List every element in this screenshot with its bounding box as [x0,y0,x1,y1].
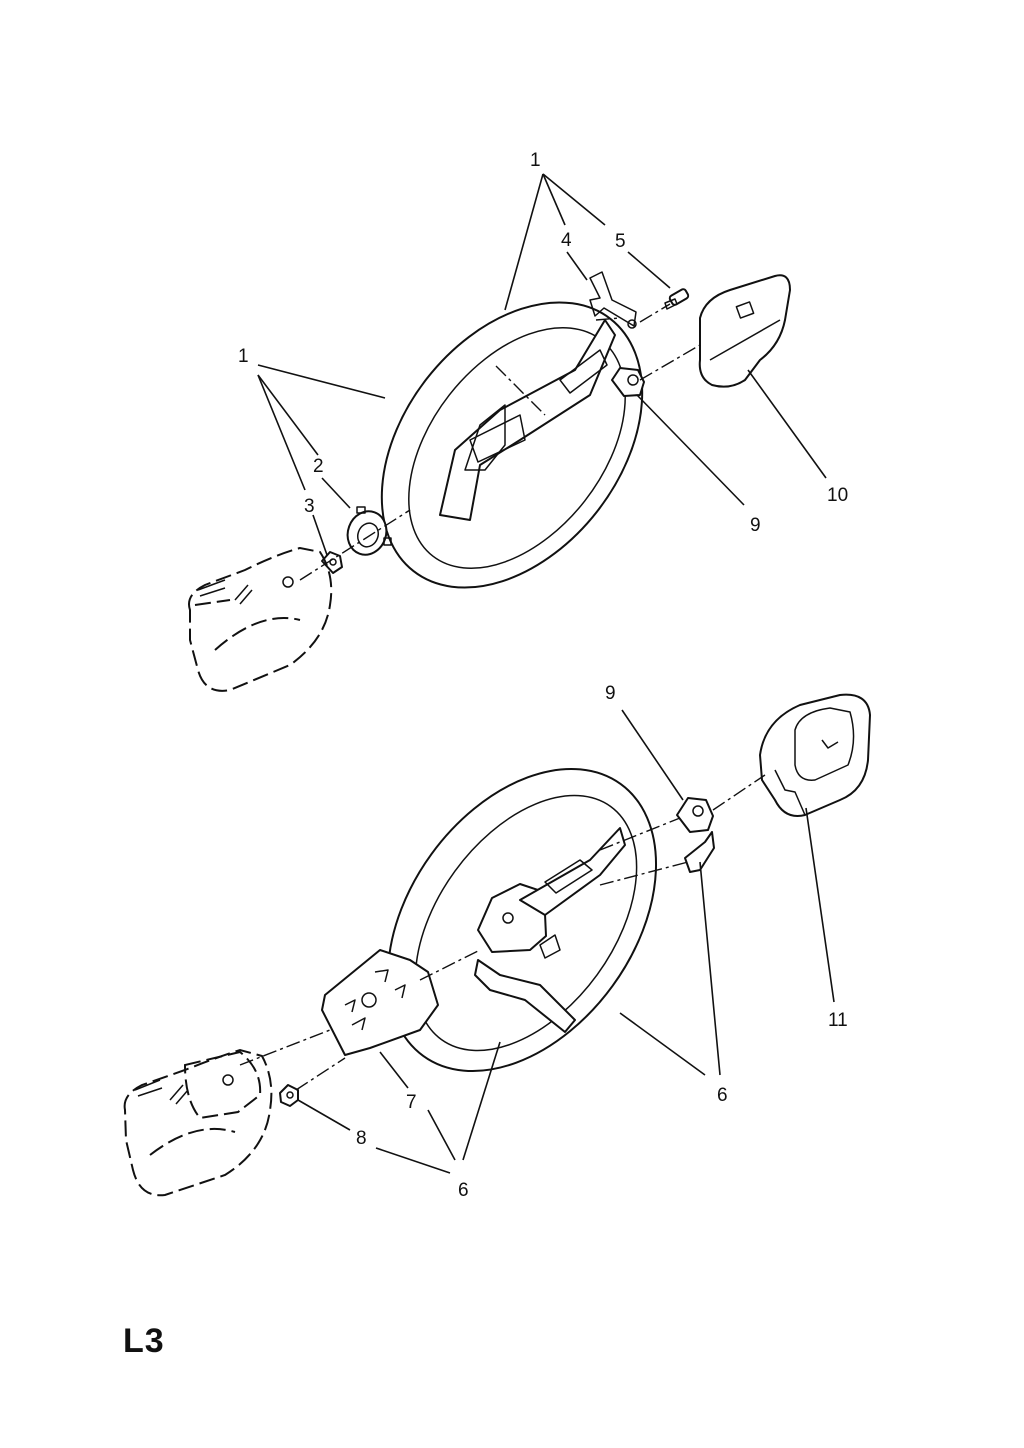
top-steering-wheel-assembly [188,271,791,692]
bottom-leader-lines [297,709,835,1174]
label-9-bottom: 9 [605,683,616,704]
label-5: 5 [615,231,626,252]
label-1-left: 1 [238,346,249,367]
top-part-labels: 1 4 5 1 2 3 9 10 [238,150,848,536]
label-4: 4 [561,230,572,251]
label-1-top: 1 [530,150,541,171]
bottom-part-labels: 9 11 6 7 8 6 [356,683,848,1201]
spring-clip-part-4 [589,271,637,329]
label-11: 11 [828,1010,848,1031]
label-10: 10 [827,485,848,506]
screw-part-8 [279,1084,299,1107]
horn-pad-part-10 [698,274,791,388]
label-8: 8 [356,1128,367,1149]
label-6-right: 6 [717,1085,728,1106]
steering-wheel-top [380,301,644,589]
label-2: 2 [313,456,324,477]
steering-wheel-bottom [386,767,658,1073]
top-leader-lines [257,173,827,556]
page-code: L3 [123,1322,165,1360]
label-7: 7 [406,1092,417,1113]
bottom-steering-wheel-assembly [123,693,871,1197]
column-housing-dashed-bottom [123,1048,273,1197]
screw-part-5 [664,288,690,310]
nut-part-9 [611,367,645,397]
bracket-part-6 [684,831,715,873]
airbag-module-part-11 [759,693,871,817]
label-6-bottom: 6 [458,1180,469,1201]
switch-plate-part-7 [321,949,439,1056]
label-9-top: 9 [750,515,761,536]
column-housing-dashed-top [188,546,333,692]
nut-part-9-bottom [676,797,714,833]
contact-ring-part-2 [346,506,392,556]
label-3: 3 [304,496,315,517]
